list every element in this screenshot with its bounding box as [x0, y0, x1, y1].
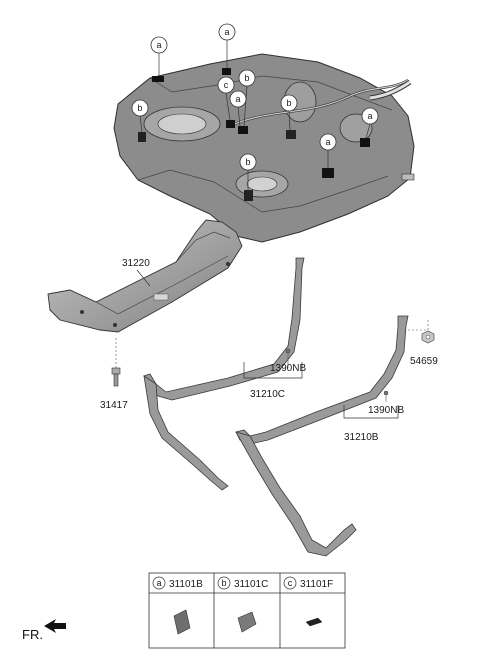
- label-31210c: 31210C: [250, 389, 285, 400]
- legend-table: a 31101B b 31101C c 31101F: [148, 572, 346, 649]
- fr-label: FR.: [22, 627, 43, 642]
- legend-c-circle: [283, 576, 297, 590]
- callout-a-4-text: a: [367, 111, 372, 121]
- callout-a-3-text: a: [235, 94, 240, 104]
- callout-c-1: [217, 76, 235, 94]
- label-31417: 31417: [100, 400, 128, 411]
- fuel-tank: [113, 53, 415, 243]
- legend-a-part: 31101B: [169, 579, 203, 590]
- callout-b-2: [131, 99, 149, 117]
- callout-a-1-text: a: [156, 40, 161, 50]
- tank-carrier: [47, 219, 243, 333]
- legend-c-key: c: [288, 578, 293, 588]
- callout-a-5: [319, 133, 337, 151]
- callout-b-1-text: b: [244, 73, 249, 83]
- legend-b-part: 31101C: [234, 579, 268, 590]
- strap-b-bracket: [343, 405, 399, 419]
- label-1390nb-b: 1390NB: [368, 405, 404, 416]
- callout-c-1-text: c: [224, 80, 229, 90]
- strap-31210b: [235, 315, 409, 557]
- callout-a-5-text: a: [325, 137, 330, 147]
- legend-a-key: a: [156, 578, 161, 588]
- callouts: a a c b a b b a a b: [131, 23, 379, 190]
- callout-b-4: [239, 153, 257, 171]
- label-1390nb-c: 1390NB: [270, 363, 306, 374]
- legend-a-circle: [152, 576, 166, 590]
- screw-1390nb-c: [285, 348, 291, 368]
- bolt-31417: [111, 338, 121, 387]
- callout-b-4-text: b: [245, 157, 250, 167]
- callout-b-3: [280, 94, 298, 112]
- strap-c-bracket: [243, 362, 303, 379]
- callout-a-2: [218, 23, 236, 41]
- pad-31101c-icon: [237, 611, 257, 633]
- callout-a-1: [150, 36, 168, 54]
- callout-a-4: [361, 107, 379, 125]
- legend-b-key: b: [221, 578, 226, 588]
- callout-a-2-text: a: [224, 27, 229, 37]
- front-direction-indicator: FR.: [22, 619, 66, 642]
- legend-c-part: 31101F: [300, 579, 333, 590]
- nut-54659: [408, 320, 435, 344]
- label-31220: 31220: [122, 258, 150, 269]
- callout-b-2-text: b: [137, 103, 142, 113]
- front-arrow-icon: [44, 619, 66, 633]
- screw-1390nb-b: [383, 390, 389, 402]
- legend-b-circle: [217, 576, 231, 590]
- callout-b-1: [238, 69, 256, 87]
- callout-a-3: [229, 90, 247, 108]
- pad-31101b-icon: [173, 609, 191, 635]
- pad-31101f-icon: [305, 617, 323, 627]
- strap-31210c: [143, 257, 305, 491]
- carrier-leader: [136, 269, 151, 287]
- callout-b-3-text: b: [286, 98, 291, 108]
- label-54659: 54659: [410, 356, 438, 367]
- label-31210b: 31210B: [344, 432, 379, 443]
